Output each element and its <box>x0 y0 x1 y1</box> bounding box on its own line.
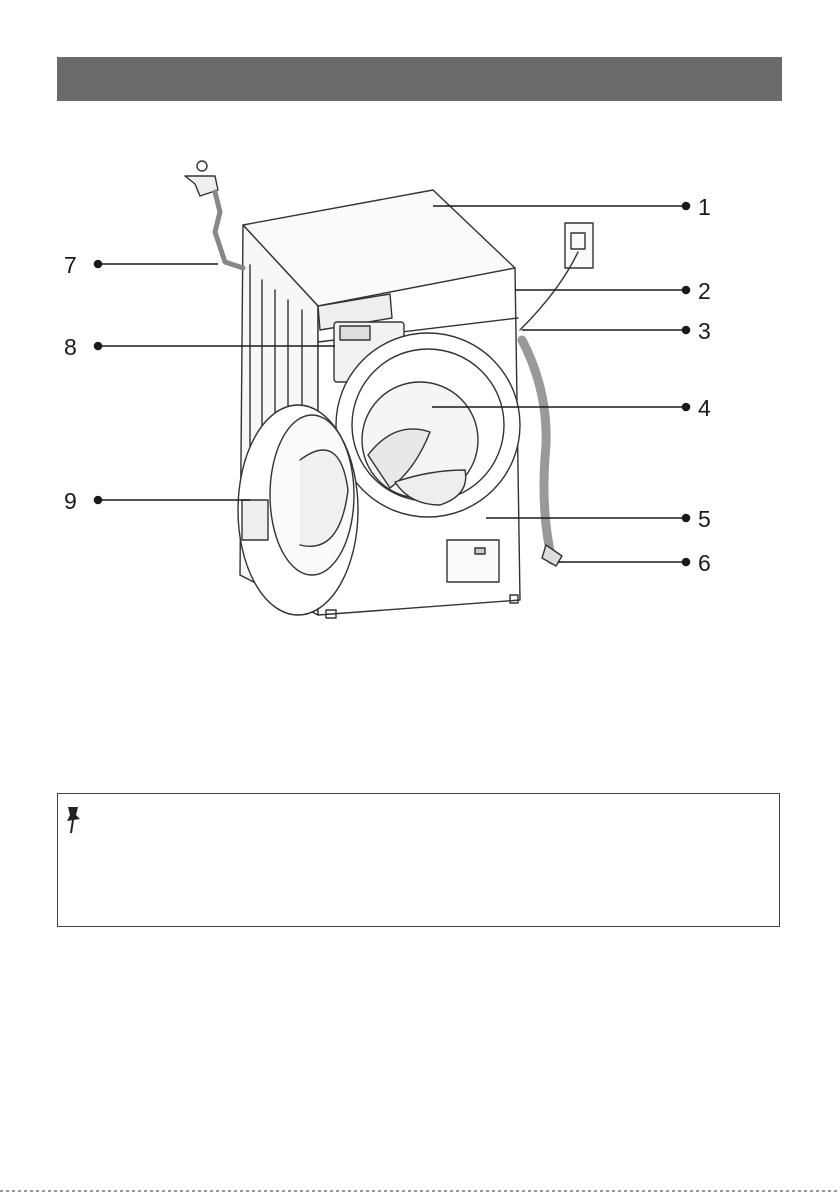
inlet-hose <box>215 192 243 268</box>
callout-5: 5 <box>698 506 711 532</box>
callout-2: 2 <box>698 278 711 304</box>
callout-6: 6 <box>698 550 711 576</box>
drain-hose <box>522 340 552 560</box>
filter-cover <box>447 540 499 582</box>
wall-socket <box>565 223 593 268</box>
callout-7: 7 <box>64 252 77 278</box>
washing-machine-diagram: 1 2 3 4 5 6 7 8 9 <box>0 0 840 700</box>
callout-4: 4 <box>698 395 711 421</box>
note-box <box>57 793 780 927</box>
callout-8: 8 <box>64 334 77 360</box>
callout-3: 3 <box>698 318 711 344</box>
pushpin-icon <box>63 804 85 836</box>
callout-9: 9 <box>64 488 77 514</box>
callout-1: 1 <box>698 194 711 220</box>
